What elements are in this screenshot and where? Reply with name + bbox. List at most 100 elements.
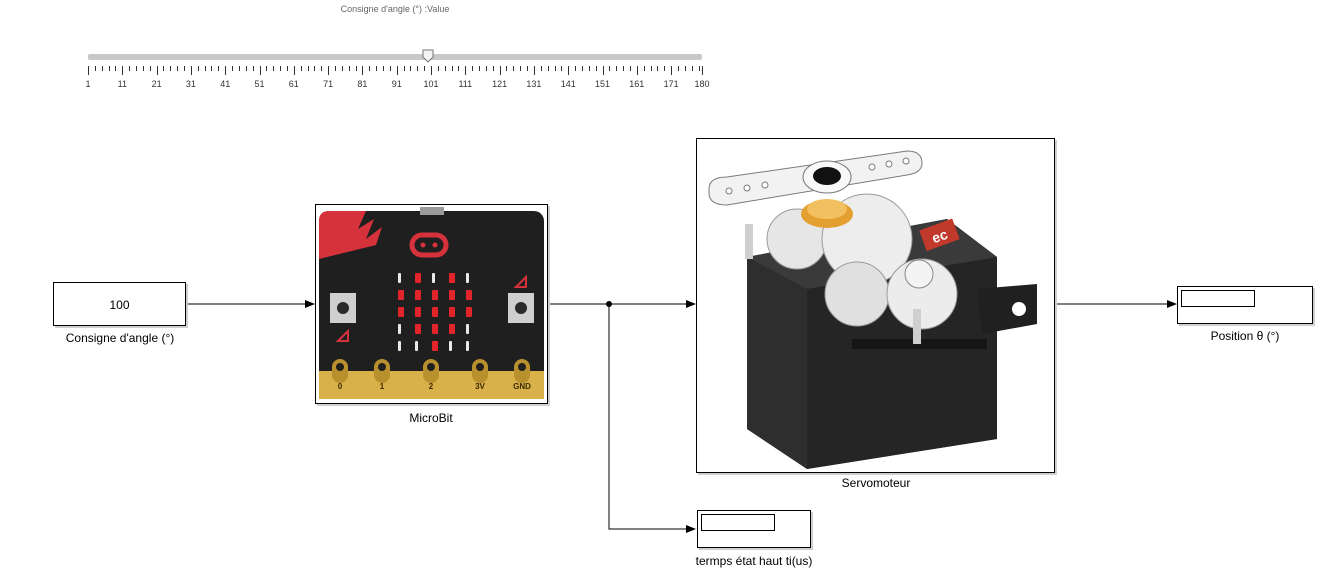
slider-tick — [369, 66, 371, 71]
slider-tick-label: 171 — [663, 79, 679, 89]
slider-tick — [561, 66, 563, 71]
slider-tick — [431, 66, 433, 75]
slider-tick — [177, 66, 179, 71]
led — [466, 324, 469, 334]
slider-tick — [225, 66, 227, 75]
slider-tick — [424, 66, 426, 71]
constant-value: 100 — [109, 298, 130, 312]
pin-label-2: 2 — [429, 382, 434, 391]
slider-tick — [238, 66, 240, 71]
slider-tick — [286, 66, 288, 71]
led — [415, 273, 421, 283]
led — [466, 290, 472, 300]
slider-tick — [581, 66, 583, 71]
slider-tick-label: 31 — [185, 79, 196, 89]
pin-label-1: 1 — [380, 382, 385, 391]
led — [415, 341, 418, 351]
constant-block[interactable]: 100 — [53, 282, 186, 326]
slider-tick-label: 71 — [323, 79, 334, 89]
slider-tick — [671, 66, 673, 75]
slider-tick — [698, 66, 700, 71]
slider-tick — [300, 66, 302, 71]
pin-label-3v: 3V — [475, 382, 485, 391]
slider-tick — [396, 66, 398, 75]
slider-tick — [643, 66, 645, 71]
servo-block-label: Servomoteur — [841, 476, 911, 490]
slider-tick — [702, 66, 703, 75]
led — [398, 324, 401, 334]
slider-tick — [458, 66, 460, 71]
led — [432, 273, 435, 283]
time-display-block[interactable] — [697, 510, 811, 548]
led — [415, 307, 421, 317]
led — [398, 307, 404, 317]
slider-tick — [122, 66, 124, 75]
microbit-block[interactable]: 0 1 2 3V GND — [315, 204, 548, 404]
slider-tick — [451, 66, 453, 71]
angle-slider-thumb[interactable] — [422, 49, 434, 63]
slider-tick — [348, 66, 350, 71]
slider-tick — [321, 66, 323, 71]
servo-brand-mark: ec — [930, 226, 950, 246]
time-display-field — [701, 514, 775, 531]
slider-tick — [211, 66, 213, 71]
microbit-board-image: 0 1 2 3V GND — [319, 207, 544, 399]
slider-tick — [245, 66, 247, 71]
slider-tick — [616, 66, 618, 71]
slider-tick — [204, 66, 206, 71]
slider-tick — [575, 66, 577, 71]
slider-tick — [88, 66, 89, 75]
slider-tick — [527, 66, 529, 71]
slider-tick — [403, 66, 405, 71]
led — [432, 324, 438, 334]
led — [398, 290, 404, 300]
slider-tick-label: 101 — [423, 79, 439, 89]
slider-tick — [485, 66, 487, 71]
slider-tick — [479, 66, 481, 71]
slider-tick-label: 61 — [288, 79, 299, 89]
slider-tick — [149, 66, 151, 71]
slider-tick — [609, 66, 611, 71]
slider-tick — [293, 66, 295, 75]
slider-tick — [101, 66, 103, 71]
servo-block[interactable]: ec — [696, 138, 1055, 473]
position-display-block[interactable] — [1177, 286, 1313, 324]
led — [415, 290, 421, 300]
slider-tick — [341, 66, 343, 71]
led — [432, 341, 438, 351]
led — [449, 273, 455, 283]
slider-tick — [437, 66, 439, 71]
slider-tick — [417, 66, 419, 71]
slider-tick — [382, 66, 384, 71]
time-display-label: termps état haut ti(us) — [695, 554, 813, 568]
led — [432, 290, 438, 300]
slider-tick-label: 91 — [391, 79, 402, 89]
branch-point — [606, 301, 612, 307]
slider-tick-label: 41 — [220, 79, 231, 89]
slider-tick — [273, 66, 275, 71]
slider-tick — [170, 66, 172, 71]
angle-slider-track[interactable] — [88, 54, 702, 60]
slider-tick-label: 151 — [595, 79, 611, 89]
slider-tick — [389, 66, 391, 71]
slider-tick — [677, 66, 679, 71]
slider-tick — [259, 66, 261, 75]
position-display-label: Position θ (°) — [1210, 329, 1280, 343]
slider-tick — [142, 66, 144, 71]
pin-label-gnd: GND — [513, 382, 531, 391]
slider-tick — [650, 66, 652, 71]
led — [466, 341, 469, 351]
slider-tick-label: 81 — [357, 79, 368, 89]
slider-tick — [190, 66, 192, 75]
slider-tick-label: 11 — [117, 79, 127, 89]
slider-tick — [94, 66, 96, 71]
slider-tick — [108, 66, 110, 71]
slider-tick — [657, 66, 659, 71]
led — [449, 341, 452, 351]
led — [398, 341, 401, 351]
slider-tick-label: 131 — [526, 79, 542, 89]
slider-tick — [588, 66, 590, 71]
slider-tick-label: 161 — [629, 79, 645, 89]
slider-tick — [492, 66, 494, 71]
slider-tick — [362, 66, 364, 75]
